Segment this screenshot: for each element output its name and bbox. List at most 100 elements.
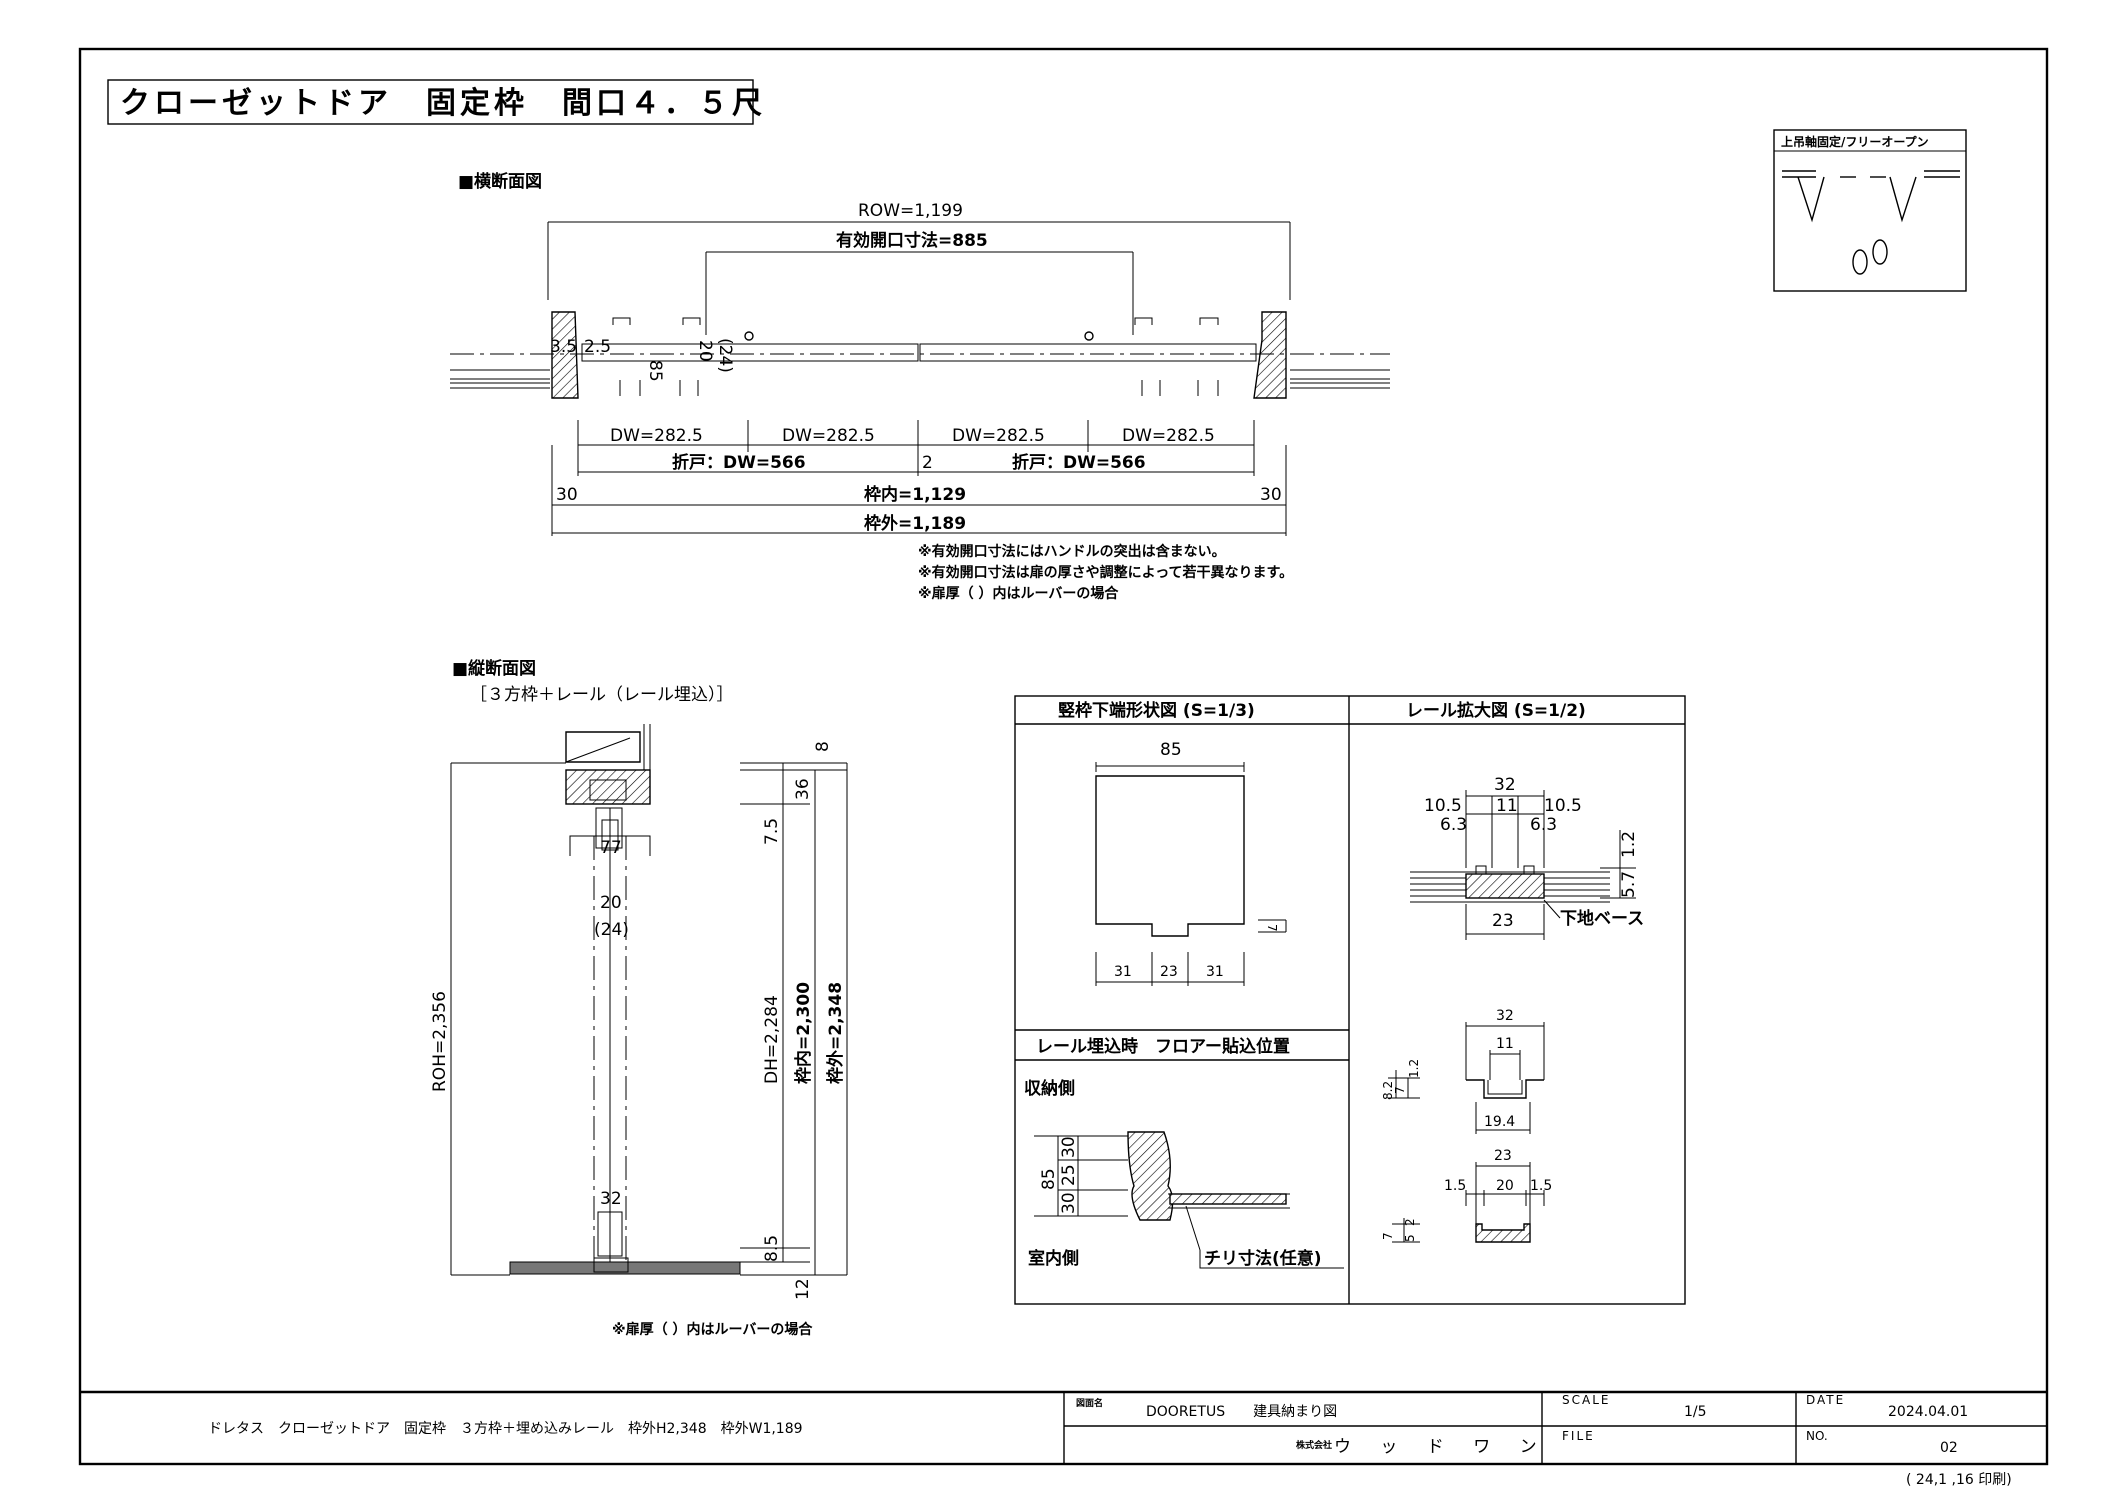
footprint-icon [1852,239,1888,275]
file-label: FILE [1562,1429,1595,1443]
drawing-title: クローゼットドア 固定枠 間口４．５尺 [120,86,766,121]
rail-mid-dim-11: 11 [1496,1036,1514,1052]
plan-note-3: ※扉厚（ ）内はルーバーの場合 [918,585,1119,602]
rail-mid-dim-7: 7 [1393,1086,1407,1094]
folding-door-symbol [1782,170,1960,223]
rail-detail-top: 32 10.5 11 10.5 6.3 6.3 1.2 5.7 23 [1410,775,1644,940]
title-box: クローゼットドア 固定枠 間口４．５尺 [107,79,766,125]
plan-note-1: ※有効開口寸法にはハンドルの突出は含まない。 [918,543,1226,560]
rail-dim-105-right: 10.5 [1544,796,1582,816]
rail-bot-dim-23: 23 [1494,1148,1512,1164]
rail-detail-title: レール拡大図 (S=1/2) [1406,700,1586,721]
section-heading: ■縦断面図 [452,658,536,679]
plan-dw-4: DW=282.5 [1122,426,1215,446]
section-dh: DH=2,284 [762,995,782,1084]
frame-dim-7: 7 [1265,924,1279,932]
date-value: 2024.04.01 [1888,1404,1968,1420]
room-side-label: 室内側 [1028,1248,1079,1269]
rail-dim-23: 23 [1492,911,1514,931]
drawing-name-label: 図面名 [1076,1397,1103,1409]
plan-small-dim-b: 85 [645,360,665,382]
base-label: 下地ベース [1560,908,1644,929]
company-label: 株式会社 [1296,1439,1332,1451]
title-block: ドレタス クローゼットドア 固定枠 ３方枠＋埋め込みレール 枠外H2,348 枠… [80,1390,2047,1488]
plan-handle-right [1084,331,1094,341]
section-frame-inner: 枠内=2,300 [793,982,814,1084]
rail-dim-63-right: 6.3 [1530,815,1557,835]
rail-dim-32: 32 [1494,775,1516,795]
opening-type-label: 上吊軸固定/フリーオープン [1781,134,1929,149]
section-dim-77: 77 [600,838,622,858]
date-label: DATE [1806,1393,1845,1407]
plan-fold-2: 折戸：DW=566 [1012,452,1146,473]
section-dim-36: 36 [793,778,813,800]
frame-dim-31a: 31 [1114,964,1132,980]
section-dim-8: 8 [813,741,833,752]
plan-door-leaf-right [919,343,1257,362]
rail-bot-dim-7: 7 [1381,1232,1395,1240]
section-dim-75: 7.5 [762,818,782,845]
plan-wall-right [1290,369,1390,389]
plan-row-dim: ROW=1,199 [858,201,963,221]
plan-dw-1: DW=282.5 [610,426,703,446]
company-name: ウ ッ ド ワ ン [1334,1437,1549,1457]
plan-note-2: ※有効開口寸法は扉の厚さや調整によって若干異なります。 [918,564,1293,581]
rail-mid-dim-32: 32 [1496,1008,1514,1024]
plan-pivot-marks [612,317,1219,396]
plan-door-leaf-left [581,343,919,362]
chiri-label: チリ寸法(任意) [1204,1248,1322,1269]
plan-dw-2: DW=282.5 [782,426,875,446]
scale-label: SCALE [1562,1393,1610,1407]
rail-mid-dim-194: 19.4 [1484,1114,1515,1130]
detail-table: 竪枠下端形状図 (S=1/3) レール拡大図 (S=1/2) レール埋込時 フロ… [1014,695,1686,1305]
drawing-name: DOORETUS 建具納まり図 [1146,1404,1337,1420]
scale-value: 1/5 [1684,1404,1707,1420]
rail-detail-mid: 32 11 8.2 7 1.2 19.4 [1381,1008,1545,1134]
plan-jamb-right [1253,311,1287,399]
plan-wall-left [450,369,550,389]
rail-dim-12: 1.2 [1619,831,1639,858]
rail-mid-dim-12: 1.2 [1407,1059,1421,1078]
no-value: 02 [1940,1440,1958,1456]
plan-small-dim-left: 3.5 [550,337,577,357]
frame-dim-23: 23 [1160,964,1178,980]
rail-dim-63-left: 6.3 [1440,815,1467,835]
floor-dim-25: 25 [1059,1164,1079,1186]
print-stamp: ( 24,1 ,16 印刷) [1906,1472,2012,1488]
rail-dim-11: 11 [1496,796,1518,816]
frame-bottom-shape: 85 7 31 23 31 [1095,740,1287,986]
section-dim-12: 12 [793,1278,813,1300]
plan-heading: ■横断面図 [458,171,542,192]
plan-small-dim-a: 2.5 [584,337,611,357]
section-note: ※扉厚（ ）内はルーバーの場合 [612,1321,813,1338]
section-subheading: ［３方枠＋レール（レール埋込）］ [470,685,734,705]
rail-bot-dim-15-right: 1.5 [1530,1178,1552,1194]
rail-bot-dim-15-left: 1.5 [1444,1178,1466,1194]
rail-bot-dim-2: 2 [1403,1218,1417,1226]
plan-small-dim-d: (24) [715,338,735,373]
frame-dim-31b: 31 [1206,964,1224,980]
floor-dim-30a: 30 [1059,1136,1079,1158]
section-dim-32: 32 [600,1189,622,1209]
floor-dim-30b: 30 [1059,1192,1079,1214]
plan-section: ■横断面図 ROW=1,199 有効開口寸法=885 [450,171,1390,602]
section-dim-20: 20 [600,893,622,913]
rail-dim-105-left: 10.5 [1424,796,1462,816]
plan-dw-3: DW=282.5 [952,426,1045,446]
section-floor [509,1261,741,1275]
plan-handle-left [744,331,754,341]
title-block-description: ドレタス クローゼットドア 固定枠 ３方枠＋埋め込みレール 枠外H2,348 枠… [208,1421,803,1437]
floor-dim-85: 85 [1039,1168,1059,1190]
plan-effective-dim: 有効開口寸法=885 [836,230,988,251]
plan-small-dim-c: 20 [695,340,715,362]
section-frame-outer: 枠外=2,348 [825,982,846,1084]
section-head-frame [565,769,651,805]
plan-frame-inner: 枠内=1,129 [864,484,966,505]
rail-dim-57: 5.7 [1619,871,1639,898]
plan-side-left: 30 [556,485,578,505]
rail-detail-bottom: 23 1.5 20 1.5 7 5 2 [1381,1148,1552,1243]
plan-jamb-left [551,311,579,399]
rail-mid-dim-82: 8.2 [1381,1081,1395,1100]
plan-frame-outer: 枠外=1,189 [864,513,966,534]
